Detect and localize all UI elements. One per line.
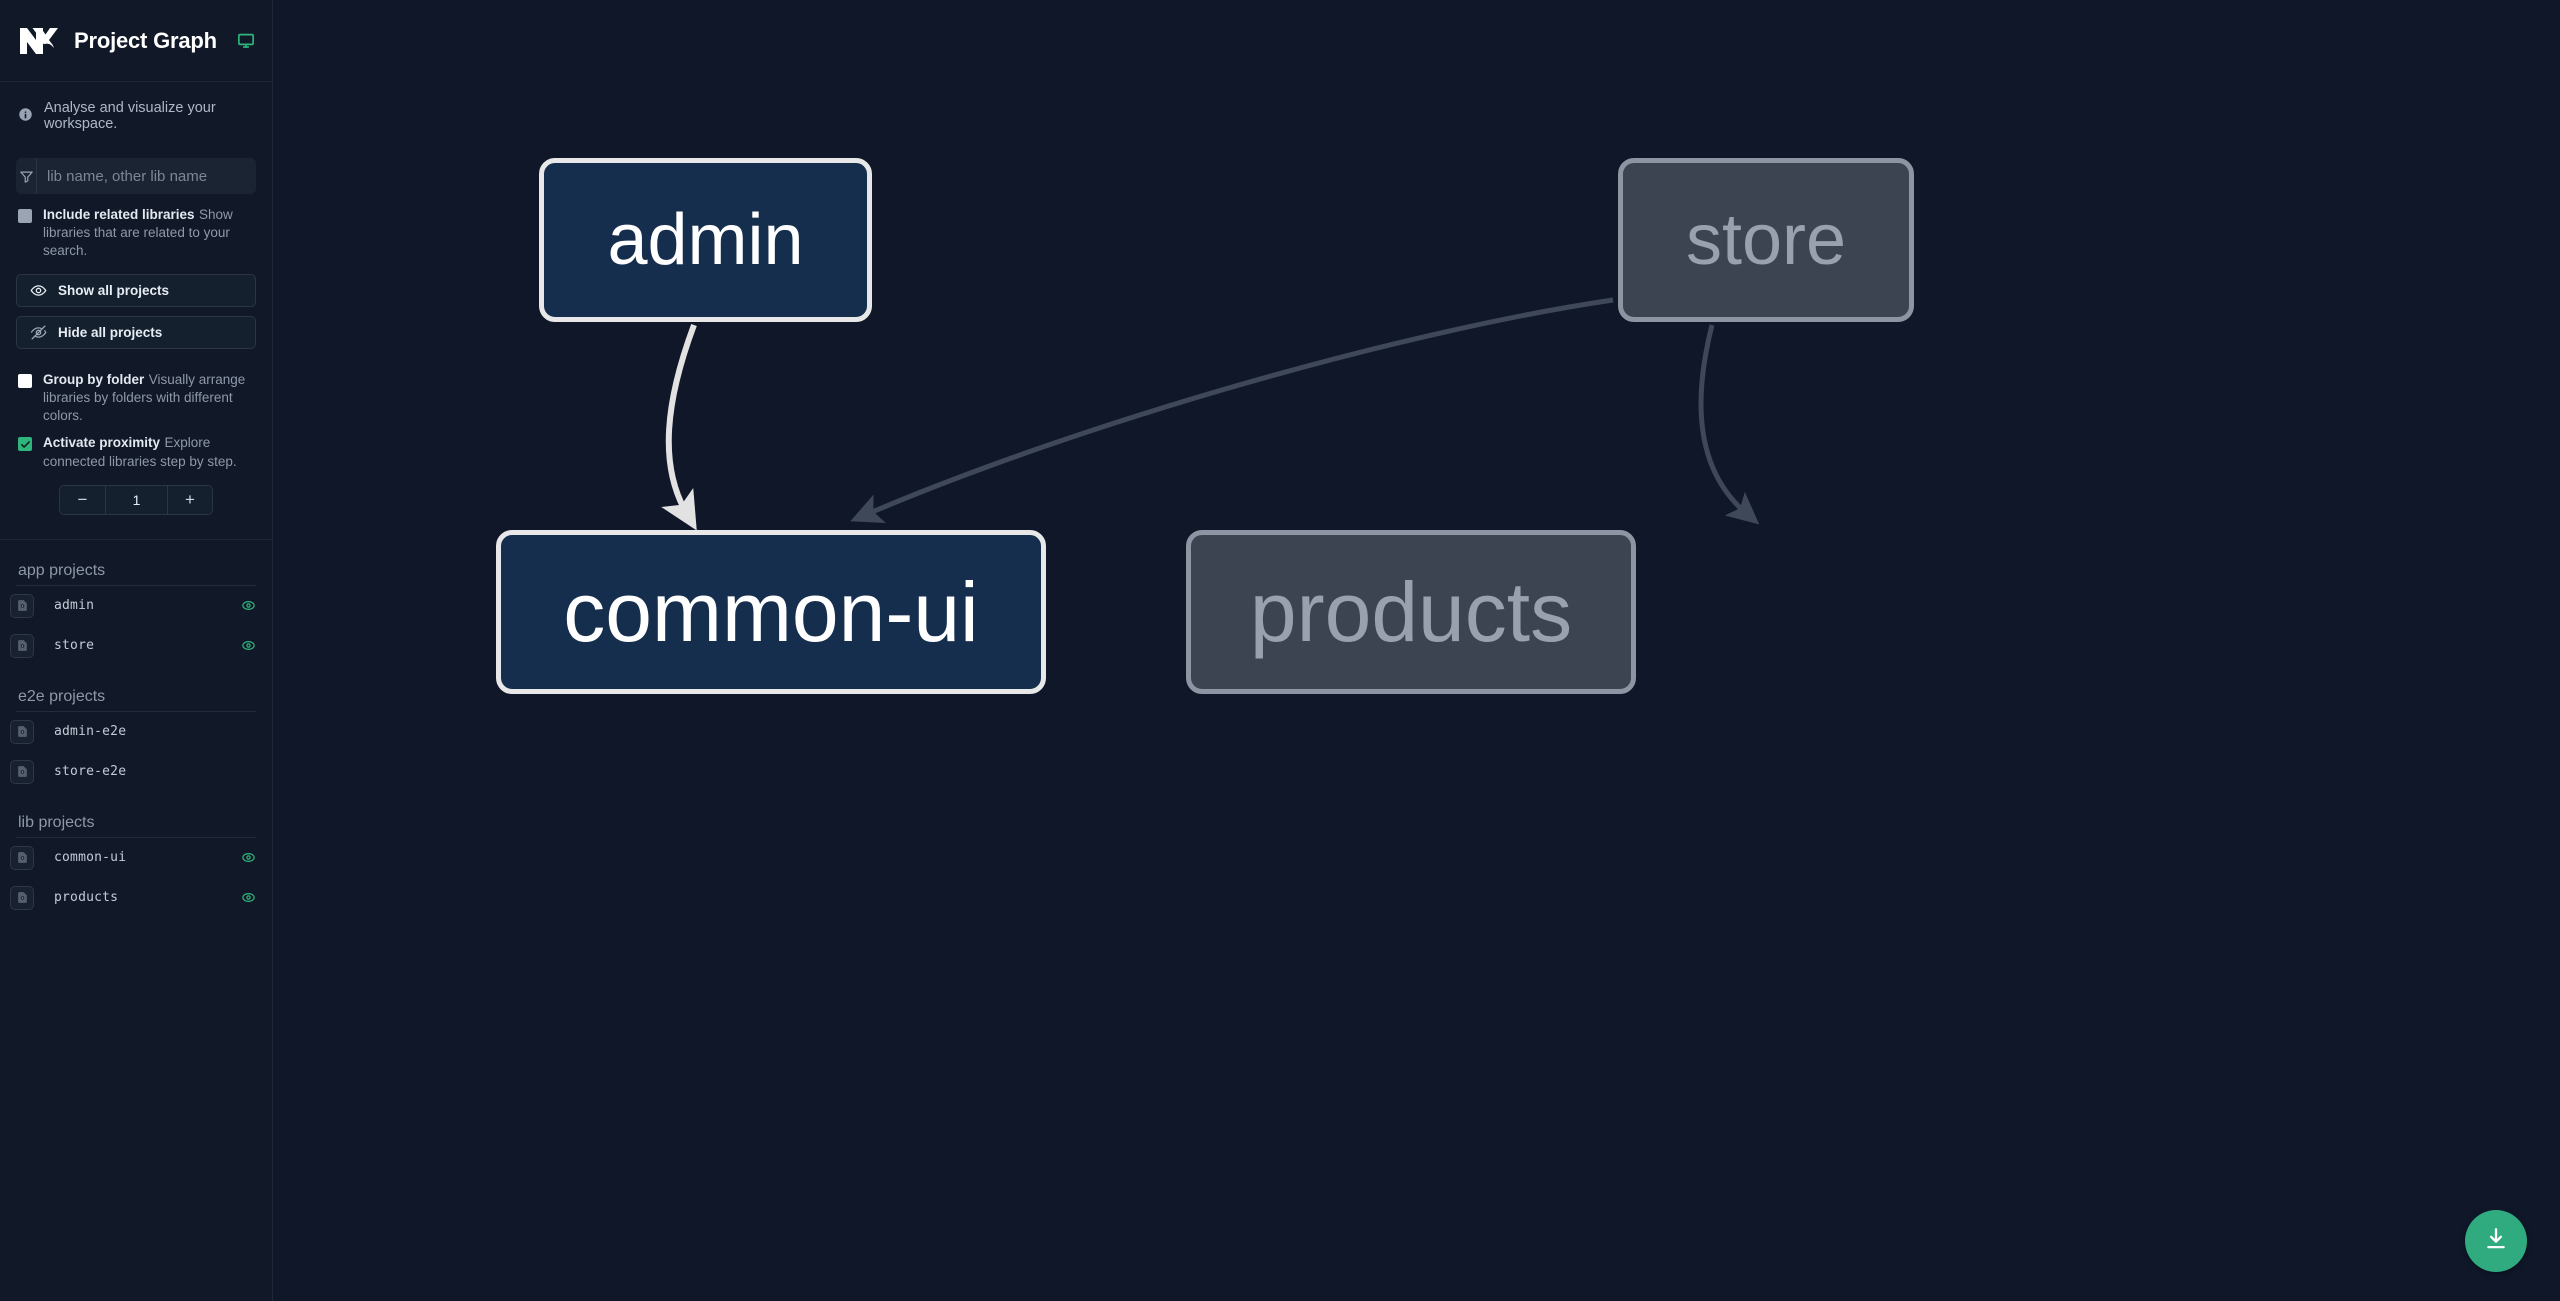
project-row-admin-e2e[interactable]: admin-e2e — [10, 712, 256, 752]
page-title: Project Graph — [74, 27, 217, 53]
project-row-products[interactable]: products — [10, 878, 256, 918]
eye-circle-icon[interactable] — [241, 850, 256, 865]
graph-canvas[interactable]: admin store common-ui products — [288, 0, 2560, 1301]
filter-icon — [16, 158, 37, 194]
project-group-lib-projects: lib projects common-ui — [0, 792, 272, 918]
project-name: admin — [54, 598, 95, 614]
graph-edges — [661, 297, 1760, 531]
download-button[interactable] — [2465, 1210, 2527, 1272]
edge-admin-to-common-ui — [661, 323, 697, 531]
hide-all-projects-label: Hide all projects — [58, 324, 163, 340]
download-icon — [2483, 1226, 2509, 1257]
sidebar-divider — [0, 538, 272, 540]
nx-logo-icon — [14, 18, 60, 64]
show-all-projects-label: Show all projects — [58, 282, 170, 298]
proximity-increment-button[interactable]: + — [167, 485, 212, 514]
edge-store-to-common-ui — [850, 297, 1614, 523]
eye-circle-icon[interactable] — [241, 638, 256, 653]
graph-node-label: store — [1685, 200, 1847, 280]
project-icon — [10, 593, 34, 618]
monitor-icon[interactable] — [237, 32, 255, 50]
hide-all-projects-button[interactable]: Hide all projects — [16, 315, 256, 349]
eye-circle-icon[interactable] — [241, 598, 256, 613]
option-include-related-libraries[interactable]: Include related libraries Show libraries… — [0, 194, 272, 261]
proximity-value: 1 — [105, 485, 167, 514]
project-name: store-e2e — [54, 764, 127, 780]
group-title: app projects — [16, 540, 256, 586]
option-description: Show libraries that are related to your … — [43, 207, 233, 259]
option-group-by-folder[interactable]: Group by folder Visually arrange librari… — [0, 349, 272, 426]
graph-node-label: admin — [607, 200, 804, 280]
project-icon — [10, 633, 34, 658]
edge-store-to-products — [1698, 324, 1760, 525]
option-label: Include related libraries — [43, 207, 195, 222]
project-name: products — [54, 890, 119, 906]
proximity-stepper: − 1 + — [16, 484, 256, 515]
info-icon — [18, 107, 34, 126]
project-row-admin[interactable]: admin — [10, 586, 256, 626]
sidebar-scrollbar[interactable] — [272, 0, 273, 1301]
project-row-store-e2e[interactable]: store-e2e — [10, 752, 256, 792]
project-icon — [10, 759, 34, 784]
graph-node-common-ui[interactable]: common-ui — [496, 530, 1046, 694]
project-name: store — [54, 638, 95, 654]
subtitle-row: Analyse and visualize your workspace. — [0, 82, 272, 144]
activate-proximity-checkbox[interactable] — [18, 437, 32, 452]
project-row-common-ui[interactable]: common-ui — [10, 838, 256, 878]
sidebar-header: Project Graph — [0, 0, 272, 82]
graph-node-store[interactable]: store — [1618, 158, 1914, 322]
group-by-folder-checkbox[interactable] — [18, 373, 32, 388]
project-icon — [10, 885, 34, 910]
project-group-e2e-projects: e2e projects admin-e2e — [0, 666, 272, 792]
project-group-app-projects: app projects admin — [0, 540, 272, 666]
proximity-decrement-button[interactable]: − — [60, 485, 105, 514]
project-icon — [10, 719, 34, 744]
project-row-store[interactable]: store — [10, 626, 256, 666]
option-description: Visually arrange libraries by folders wi… — [43, 371, 246, 424]
option-label: Group by folder — [43, 371, 145, 387]
eye-off-icon — [30, 324, 47, 341]
project-name: admin-e2e — [54, 724, 127, 740]
eye-icon — [30, 282, 47, 299]
eye-circle-icon[interactable] — [241, 890, 256, 905]
group-title: lib projects — [16, 792, 256, 838]
graph-node-admin[interactable]: admin — [539, 158, 872, 322]
search-input[interactable] — [37, 158, 256, 194]
graph-node-label: common-ui — [563, 565, 979, 659]
search-box[interactable] — [16, 158, 256, 194]
option-activate-proximity[interactable]: Activate proximity Explore connected lib… — [0, 425, 272, 470]
option-description: Explore connected libraries step by step… — [43, 435, 237, 469]
group-title: e2e projects — [16, 666, 256, 712]
include-related-libraries-checkbox[interactable] — [18, 209, 32, 223]
project-icon — [10, 845, 34, 870]
graph-node-label: products — [1249, 565, 1573, 659]
show-all-projects-button[interactable]: Show all projects — [16, 273, 256, 307]
graph-node-products[interactable]: products — [1186, 530, 1636, 694]
project-name: common-ui — [54, 850, 127, 866]
option-label: Activate proximity — [43, 435, 161, 451]
sidebar: Project Graph Analyse and visualize your… — [0, 0, 273, 1301]
subtitle-text: Analyse and visualize your workspace. — [44, 100, 216, 132]
